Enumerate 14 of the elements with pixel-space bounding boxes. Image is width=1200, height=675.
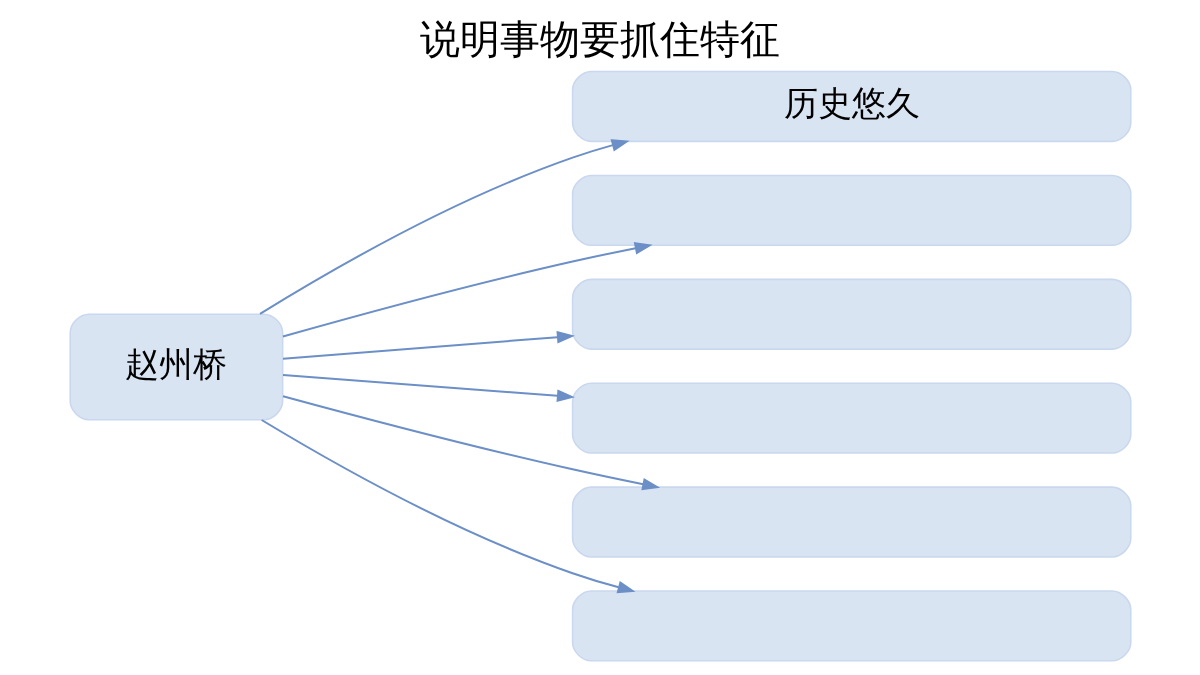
node-box [571, 486, 1132, 558]
node-box [571, 174, 1132, 246]
arrow [282, 330, 575, 360]
arrow [260, 419, 636, 594]
node-box: 历史悠久 [571, 70, 1132, 143]
diagram-title: 说明事物要抓住特征 [420, 16, 780, 62]
arrow [259, 139, 630, 315]
node-box [571, 590, 1132, 662]
arrow [282, 242, 653, 338]
node-box [571, 278, 1132, 350]
node-box [571, 382, 1132, 454]
arrow [282, 373, 575, 403]
node-box: 赵州桥 [68, 313, 283, 421]
arrow [282, 395, 660, 491]
